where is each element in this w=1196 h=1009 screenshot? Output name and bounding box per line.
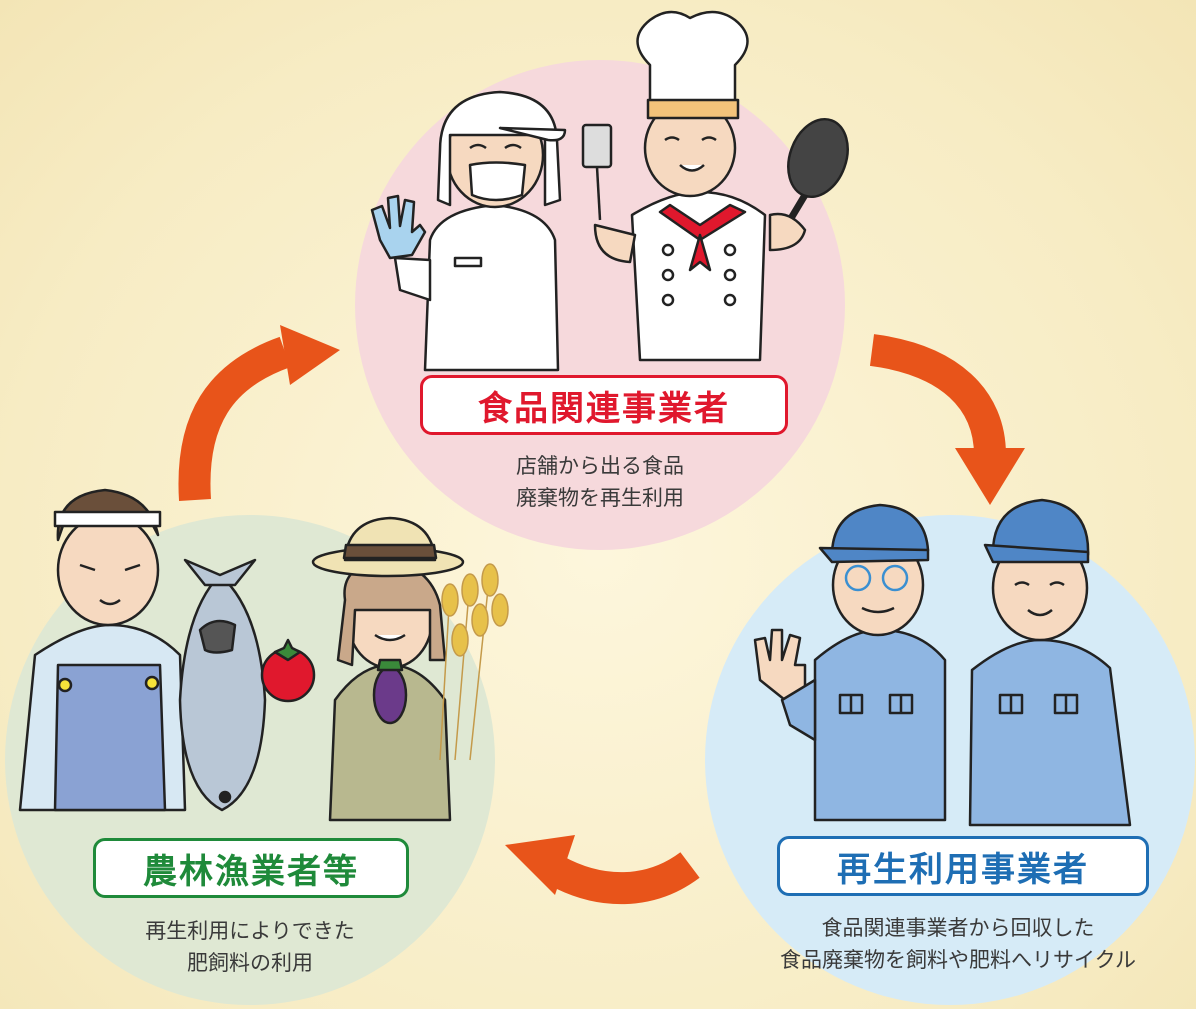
recycler-description: 食品関連事業者から回収した 食品廃棄物を飼料や肥料へリサイクル [720,912,1196,976]
food-business-description: 店舗から出る食品 廃棄物を再生利用 [430,450,770,514]
food-business-label: 食品関連事業者 [420,375,788,435]
recycler-label: 再生利用事業者 [777,836,1149,896]
farmer-description: 再生利用によりできた 肥飼料の利用 [80,915,420,979]
arrow-food-to-recycler [869,334,1025,505]
food-business-title: 食品関連事業者 [478,388,730,429]
farmer-desc-line-2: 肥飼料の利用 [187,951,313,975]
farmer-fisher-illustration [18,488,509,822]
food-staff-illustration [370,10,849,372]
food-desc-line-2: 廃棄物を再生利用 [516,486,684,510]
recycler-desc-line-2: 食品廃棄物を飼料や肥料へリサイクル [780,948,1136,972]
recycler-workers-illustration [753,498,1132,827]
recycler-title: 再生利用事業者 [837,849,1089,890]
farmer-desc-line-1: 再生利用によりできた [145,919,355,943]
recycler-desc-line-1: 食品関連事業者から回収した [821,916,1095,940]
food-desc-line-1: 店舗から出る食品 [516,454,684,478]
arrow-recycler-to-farmer [505,835,700,905]
farmer-label: 農林漁業者等 [93,838,409,898]
farmer-title: 農林漁業者等 [143,851,359,892]
arrow-farmer-to-food [178,325,340,501]
